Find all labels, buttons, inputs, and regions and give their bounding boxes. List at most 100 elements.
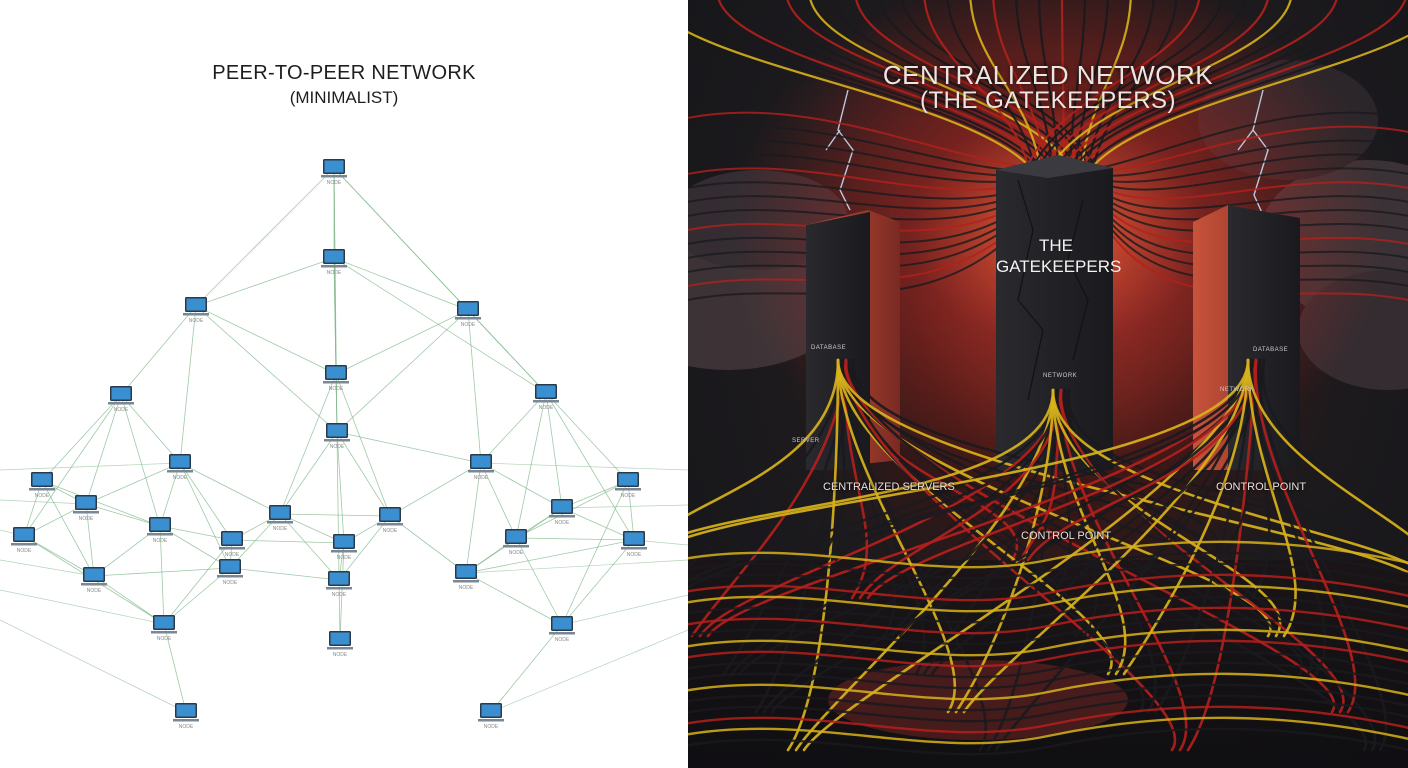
node-label: NODE xyxy=(326,270,342,276)
computer-node-icon xyxy=(478,703,504,722)
network-link xyxy=(480,462,517,539)
node-label: NODE xyxy=(508,550,524,556)
node-label: NODE xyxy=(483,724,499,730)
cable xyxy=(836,358,956,714)
network-link xyxy=(41,394,122,482)
network-link xyxy=(335,373,338,433)
node-label: NODE xyxy=(332,652,348,658)
left-tower-low-label: SERVER xyxy=(792,438,820,444)
computer-node-icon xyxy=(29,472,55,491)
network-link xyxy=(159,525,165,625)
center-control-point-annotation: CONTROL POINT xyxy=(1021,530,1112,542)
node-label: NODE xyxy=(458,585,474,591)
network-link xyxy=(389,462,482,517)
network-link xyxy=(339,542,345,641)
node-label: NODE xyxy=(272,526,288,532)
cable xyxy=(688,16,1036,167)
network-link xyxy=(0,559,95,577)
cable xyxy=(1086,21,1408,167)
network-link xyxy=(23,394,122,537)
computer-node-icon xyxy=(219,531,245,550)
computer-node-icon xyxy=(11,527,37,546)
network-link xyxy=(85,394,122,505)
cable xyxy=(832,0,1078,167)
cable xyxy=(866,358,1258,600)
network-link xyxy=(336,431,340,581)
network-link xyxy=(0,589,165,625)
network-link xyxy=(336,431,391,517)
cable xyxy=(1067,388,1408,562)
node-label: NODE xyxy=(222,580,238,586)
cable xyxy=(1087,139,1408,177)
cable xyxy=(1092,34,1408,167)
network-link xyxy=(338,515,391,581)
network-link xyxy=(85,503,95,577)
computer-node-icon xyxy=(468,454,494,473)
cable xyxy=(1051,388,1408,565)
network-link xyxy=(41,480,95,577)
network-link xyxy=(279,431,338,515)
computer-node-icon xyxy=(503,529,529,548)
network-link xyxy=(545,392,629,482)
network-link xyxy=(336,431,345,544)
network-link xyxy=(480,392,547,464)
computer-node-icon xyxy=(167,454,193,473)
network-link xyxy=(163,539,233,625)
cable xyxy=(688,606,1408,635)
cable xyxy=(1062,0,1338,167)
cable xyxy=(1026,0,1201,167)
cable xyxy=(786,0,1066,167)
network-link xyxy=(229,567,340,581)
network-links xyxy=(0,167,688,713)
cable xyxy=(1038,0,1060,167)
node-label: NODE xyxy=(156,636,172,642)
cable xyxy=(1074,0,1109,167)
centralized-servers-annotation: CENTRALIZED SERVERS xyxy=(823,481,955,493)
cable xyxy=(688,358,1254,590)
cable xyxy=(1080,0,1407,167)
network-link xyxy=(0,499,87,505)
node-label: NODE xyxy=(224,552,240,558)
centralized-network-panel: CENTRALIZED NETWORK (THE GATEKEEPERS) TH… xyxy=(688,0,1408,768)
network-link xyxy=(515,537,563,626)
computer-node-icon xyxy=(453,564,479,583)
cable xyxy=(688,540,1408,569)
cable xyxy=(1056,0,1315,167)
computer-node-icon xyxy=(73,495,99,514)
computer-node-icon xyxy=(217,559,243,578)
centralized-subtitle: (THE GATEKEEPERS) xyxy=(919,87,1177,114)
cable xyxy=(1051,388,1127,676)
cable xyxy=(688,672,1408,701)
cable xyxy=(1018,388,1063,562)
cable xyxy=(688,595,1408,624)
network-link xyxy=(465,539,635,574)
node-label: NODE xyxy=(34,493,50,499)
cable xyxy=(1032,0,1223,167)
network-link xyxy=(561,539,635,626)
cable xyxy=(923,0,1030,167)
node-label: NODE xyxy=(113,407,129,413)
computer-node-icon xyxy=(621,531,647,550)
network-link xyxy=(279,373,337,515)
cable xyxy=(688,683,1408,712)
node-label: NODE xyxy=(460,322,476,328)
cable xyxy=(1087,111,1408,171)
network-link xyxy=(467,309,482,464)
network-link xyxy=(336,309,469,433)
node-label: NODE xyxy=(178,724,194,730)
network-link xyxy=(163,623,187,713)
node-label: NODE xyxy=(152,538,168,544)
cable xyxy=(717,0,1048,167)
gatekeepers-label-line2: GATEKEEPERS xyxy=(996,257,1122,276)
network-link xyxy=(85,462,181,505)
computer-node-icon xyxy=(151,615,177,634)
cable xyxy=(698,388,1063,638)
computer-node-icon xyxy=(331,534,357,553)
network-link xyxy=(490,624,563,713)
node-label: NODE xyxy=(538,405,554,411)
cable xyxy=(1051,388,1282,638)
network-link xyxy=(179,462,281,515)
cable xyxy=(855,0,1084,167)
network-link xyxy=(179,462,231,569)
cable xyxy=(688,628,1408,657)
